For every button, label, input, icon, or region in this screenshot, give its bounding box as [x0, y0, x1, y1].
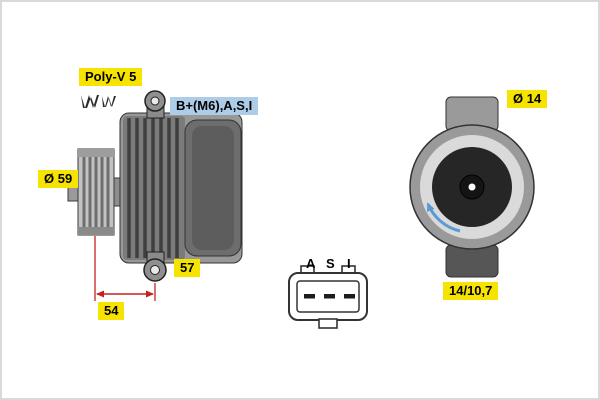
shaft-center	[468, 183, 476, 191]
cooling-fins	[127, 118, 179, 258]
mounting-lug	[143, 251, 167, 282]
connector-pin-label-s: S	[326, 256, 335, 271]
poly-v-pulley	[77, 148, 115, 236]
connector-pin-s	[324, 294, 335, 299]
belt-type-label: Poly-V 5	[79, 68, 143, 86]
dimension-label: 54	[98, 302, 125, 320]
connector-pin-a	[304, 294, 315, 299]
mounting-hole-label: 57	[174, 259, 201, 277]
hole-diameter-label: Ø 14	[507, 90, 548, 108]
connector-pin-label-i: I	[347, 256, 351, 271]
mounting-dimension-label: 14/10,7	[443, 282, 499, 300]
belt-profile-icon	[81, 95, 116, 108]
connector-pin-i	[344, 294, 355, 299]
bottom-mounting-tab	[445, 244, 499, 278]
pulley-diameter-label: Ø 59	[38, 170, 79, 188]
connector-pin-label-a: A	[306, 256, 316, 271]
terminal-stud	[144, 90, 166, 119]
dimension-lines	[94, 236, 156, 301]
rotation-direction-arrow-icon	[426, 202, 461, 233]
terminal-label: B+(M6),A,S,I	[170, 97, 259, 115]
alternator-rear-view	[409, 96, 535, 278]
alternator-body	[119, 112, 243, 264]
connector-pinout	[288, 265, 368, 329]
alternator-side-view	[67, 90, 243, 301]
